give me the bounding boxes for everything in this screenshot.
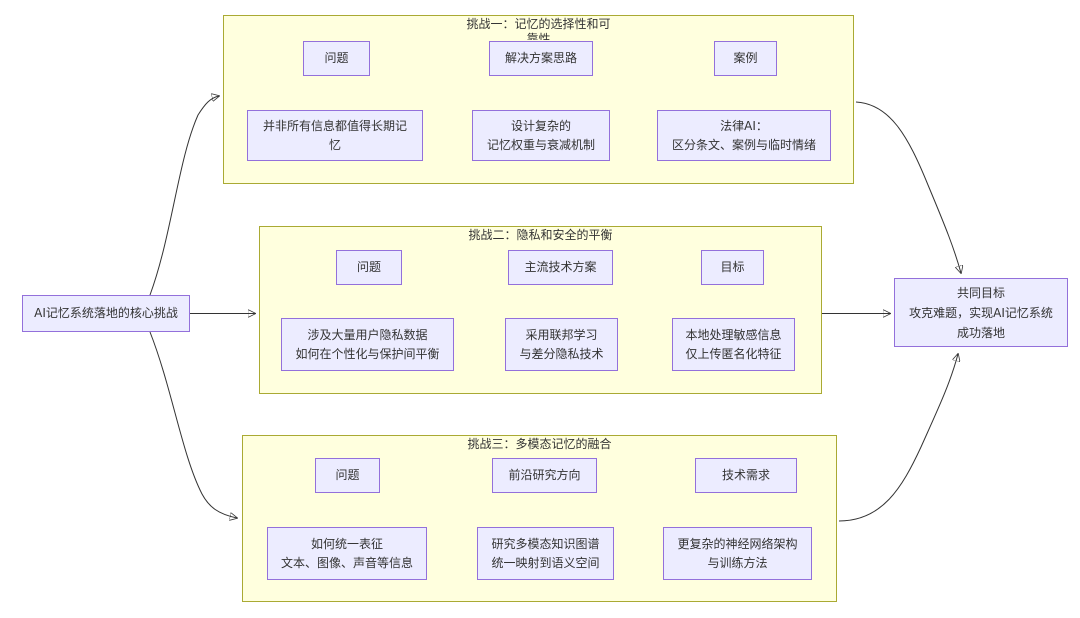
- node-c1-detail-solution: 设计复杂的 记忆权重与衰减机制: [472, 110, 610, 161]
- node-c3-detail-direction: 研究多模态知识图谱 统一映射到语义空间: [477, 527, 614, 580]
- edge-challenge1-to-goal: [855, 101, 961, 273]
- node-c3-detail-problem: 如何统一表征 文本、图像、声音等信息: [267, 527, 427, 580]
- node-c1-solution-idea: 解决方案思路: [489, 41, 593, 76]
- node-c2-problem: 问题: [336, 250, 402, 285]
- node-c3-research-direction: 前沿研究方向: [492, 458, 597, 493]
- edge-challenge3-to-goal: [838, 354, 958, 522]
- node-common-goal: 共同目标 攻克难题，实现AI记忆系统 成功落地: [894, 278, 1068, 347]
- node-c2-goal: 目标: [701, 250, 764, 285]
- node-c3-detail-need: 更复杂的神经网络架构 与训练方法: [663, 527, 812, 580]
- edge-root-to-challenge1: [149, 96, 219, 296]
- edge-root-to-challenge3: [149, 331, 237, 518]
- node-c2-mainstream-solution: 主流技术方案: [508, 250, 613, 285]
- node-c2-detail-goal: 本地处理敏感信息 仅上传匿名化特征: [672, 318, 795, 371]
- node-c1-case: 案例: [714, 41, 777, 76]
- node-root-core-challenges: AI记忆系统落地的核心挑战: [22, 295, 190, 332]
- node-c1-detail-case: 法律AI： 区分条文、案例与临时情绪: [657, 110, 831, 161]
- node-c3-problem: 问题: [315, 458, 380, 493]
- node-c3-tech-need: 技术需求: [695, 458, 797, 493]
- cluster-challenge-2-title: 挑战二：隐私和安全的平衡: [468, 228, 613, 242]
- node-c1-problem: 问题: [303, 41, 370, 76]
- node-c1-detail-problem: 并非所有信息都值得长期记忆: [247, 110, 423, 161]
- node-c2-detail-solution: 采用联邦学习 与差分隐私技术: [505, 318, 618, 371]
- node-c2-detail-problem: 涉及大量用户隐私数据 如何在个性化与保护间平衡: [281, 318, 454, 371]
- cluster-challenge-3-title: 挑战三：多模态记忆的融合: [467, 437, 612, 451]
- cluster-challenge-1-title: 挑战一：记忆的选择性和可靠性: [466, 17, 611, 40]
